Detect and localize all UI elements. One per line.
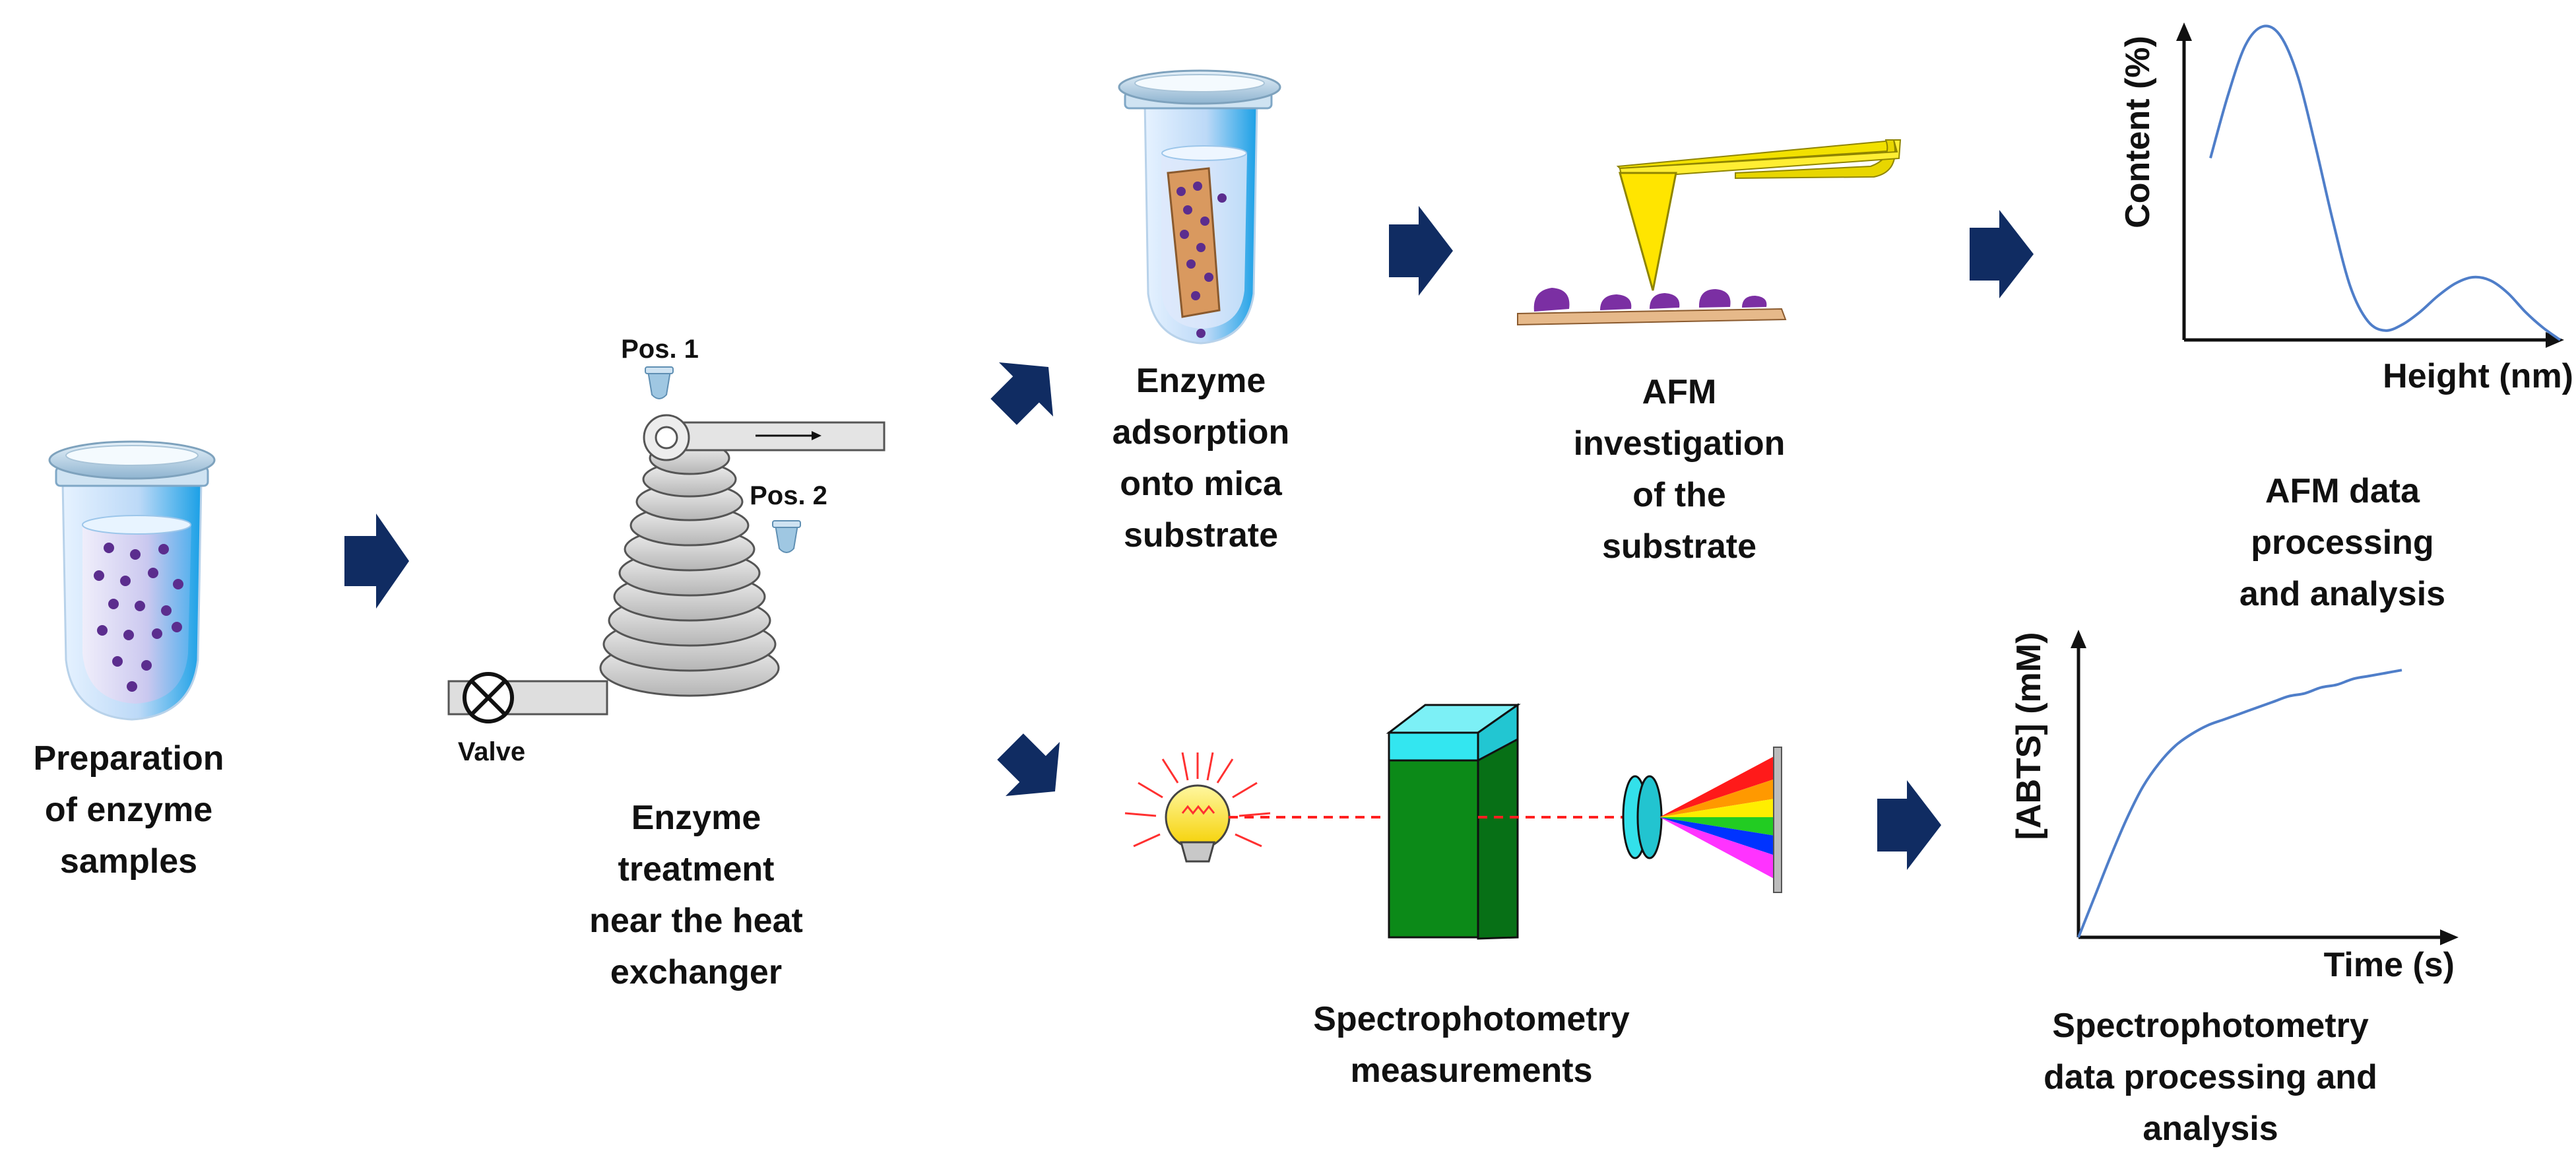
- label-line: data processing and: [2044, 1058, 2377, 1096]
- arrow-up-right-icon: [990, 362, 1054, 425]
- abts-x-axis-arrowhead: [2440, 929, 2459, 945]
- afm-y-axis-arrowhead: [2176, 22, 2192, 41]
- afm-x-axis-arrowhead: [2546, 332, 2564, 348]
- label-line: analysis: [2142, 1110, 2278, 1148]
- label-line: Preparation: [33, 739, 224, 778]
- enzyme-tube-icon: [48, 440, 216, 721]
- label-line: processing: [2251, 523, 2434, 562]
- label-line: Enzyme: [1136, 362, 1266, 400]
- enzyme-molecules: [94, 543, 183, 692]
- label-line: treatment: [618, 850, 775, 888]
- label-line: onto mica: [1120, 465, 1282, 503]
- sample-tube-icon: [772, 520, 801, 553]
- abts-chart-xlabel: Time (s): [2323, 946, 2455, 984]
- label-line: near the heat: [589, 902, 803, 940]
- label-treatment: Enzyme treatment near the heat exchanger: [554, 792, 838, 998]
- afm-cantilever-icon: [1517, 139, 1902, 326]
- label-line: of enzyme: [44, 791, 213, 829]
- label-afm-investigation: AFM investigation of the substrate: [1570, 366, 1788, 572]
- label-line: Enzyme: [631, 799, 761, 837]
- pos2-label: Pos. 2: [750, 481, 827, 510]
- label-line: substrate: [1601, 527, 1757, 566]
- label-line: Spectrophotometry: [1313, 1000, 1630, 1038]
- valve-icon: [463, 672, 514, 723]
- abts-chart-ylabel: [ABTS] (mM): [2010, 632, 2048, 840]
- label-line: investigation: [1573, 424, 1786, 463]
- label-preparation: Preparation of enzyme samples: [13, 733, 244, 887]
- afm-height-chart: [2176, 22, 2564, 348]
- heat-exchanger-icon: [447, 366, 886, 723]
- label-line: and analysis: [2239, 575, 2446, 613]
- label-line: measurements: [1350, 1052, 1593, 1090]
- arrow-down-right-icon: [997, 733, 1060, 797]
- afm-chart-xlabel: Height (nm): [2383, 357, 2573, 395]
- mica-tube-icon: [1118, 69, 1281, 345]
- label-spectro-measurements: Spectrophotometry measurements: [1280, 993, 1663, 1096]
- label-line: adsorption: [1112, 413, 1290, 451]
- label-line: AFM data: [2265, 472, 2420, 510]
- label-adsorption: Enzyme adsorption onto mica substrate: [1095, 355, 1306, 561]
- lens-icon: [1622, 775, 1663, 859]
- label-line: Spectrophotometry: [2052, 1007, 2369, 1045]
- label-line: exchanger: [610, 953, 783, 991]
- label-line: samples: [59, 842, 198, 881]
- afm-series-line: [2209, 24, 2561, 341]
- label-afm-data: AFM data processing and analysis: [2217, 465, 2468, 620]
- prism-spectrum-icon: [1659, 747, 1782, 893]
- label-line: substrate: [1123, 516, 1279, 554]
- label-line: AFM: [1642, 373, 1717, 411]
- sample-tube-icon: [645, 366, 674, 399]
- light-bulb-icon: [1124, 752, 1271, 863]
- pos1-label: Pos. 1: [621, 335, 699, 364]
- arrow-right-icon: [1970, 210, 2034, 298]
- label-line: of the: [1632, 476, 1726, 514]
- abts-time-chart: [2071, 630, 2459, 945]
- cuvette-icon: [1386, 703, 1521, 940]
- arrow-right-icon: [344, 514, 409, 609]
- abts-series-line: [2077, 669, 2402, 938]
- abts-y-axis-arrowhead: [2071, 630, 2086, 648]
- enzyme-on-substrate: [1533, 288, 1767, 312]
- label-spectro-data: Spectrophotometry data processing and an…: [1993, 1000, 2428, 1154]
- arrow-right-icon: [1877, 780, 1941, 870]
- arrow-right-icon: [1389, 206, 1453, 296]
- afm-chart-ylabel: Content (%): [2119, 36, 2157, 228]
- valve-label: Valve: [457, 737, 526, 766]
